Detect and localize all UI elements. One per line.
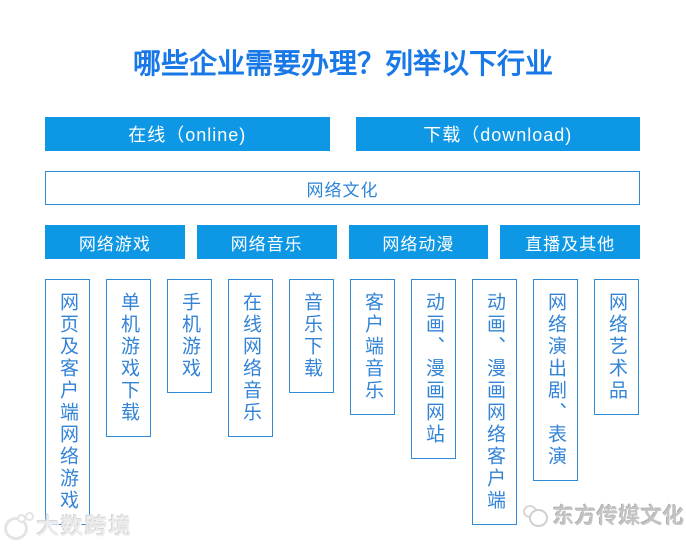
brand-name: 东方传媒文化 xyxy=(553,505,685,528)
leaf-music-download: 音乐下载 xyxy=(289,279,334,393)
node-download: 下载（download) xyxy=(355,117,640,151)
leaf-mobile-games: 手机游戏 xyxy=(167,279,212,393)
leaf-anime-comic-website: 动画、漫画网站 xyxy=(411,279,456,459)
cloud-logo-icon xyxy=(522,502,549,529)
leaf-network-performance: 网络演出剧、表演 xyxy=(533,279,578,481)
page-title: 哪些企业需要办理？列举以下行业 xyxy=(132,48,553,79)
node-network-culture: 网络文化 xyxy=(45,171,640,205)
brand-signature: 东方传媒文化 xyxy=(522,500,685,530)
leaf-client-music: 客户端音乐 xyxy=(350,279,395,415)
leaf-anime-comic-client: 动画、漫画网络客户端 xyxy=(472,279,517,525)
mascot-icon xyxy=(3,511,34,541)
leaf-web-client-games: 网页及客户端网络游戏 xyxy=(45,279,90,525)
node-network-animation: 网络动漫 xyxy=(348,225,489,259)
level3-row: 网络游戏 网络音乐 网络动漫 直播及其他 xyxy=(45,225,640,259)
level1-row: 在线（online) 下载（download) xyxy=(45,117,640,151)
leaf-network-artwork: 网络艺术品 xyxy=(594,279,639,415)
node-livestream-other: 直播及其他 xyxy=(500,225,640,259)
node-online: 在线（online) xyxy=(45,117,330,151)
node-network-music: 网络音乐 xyxy=(196,225,337,259)
leaf-online-network-music: 在线网络音乐 xyxy=(228,279,273,437)
leaf-standalone-game-download: 单机游戏下载 xyxy=(106,279,151,437)
level4-row: 网页及客户端网络游戏 单机游戏下载 手机游戏 在线网络音乐 音乐下载 客户端音乐… xyxy=(45,279,640,525)
watermark: 大数跨境 xyxy=(3,511,133,541)
node-network-games: 网络游戏 xyxy=(45,225,185,259)
watermark-text: 大数跨境 xyxy=(37,514,134,539)
